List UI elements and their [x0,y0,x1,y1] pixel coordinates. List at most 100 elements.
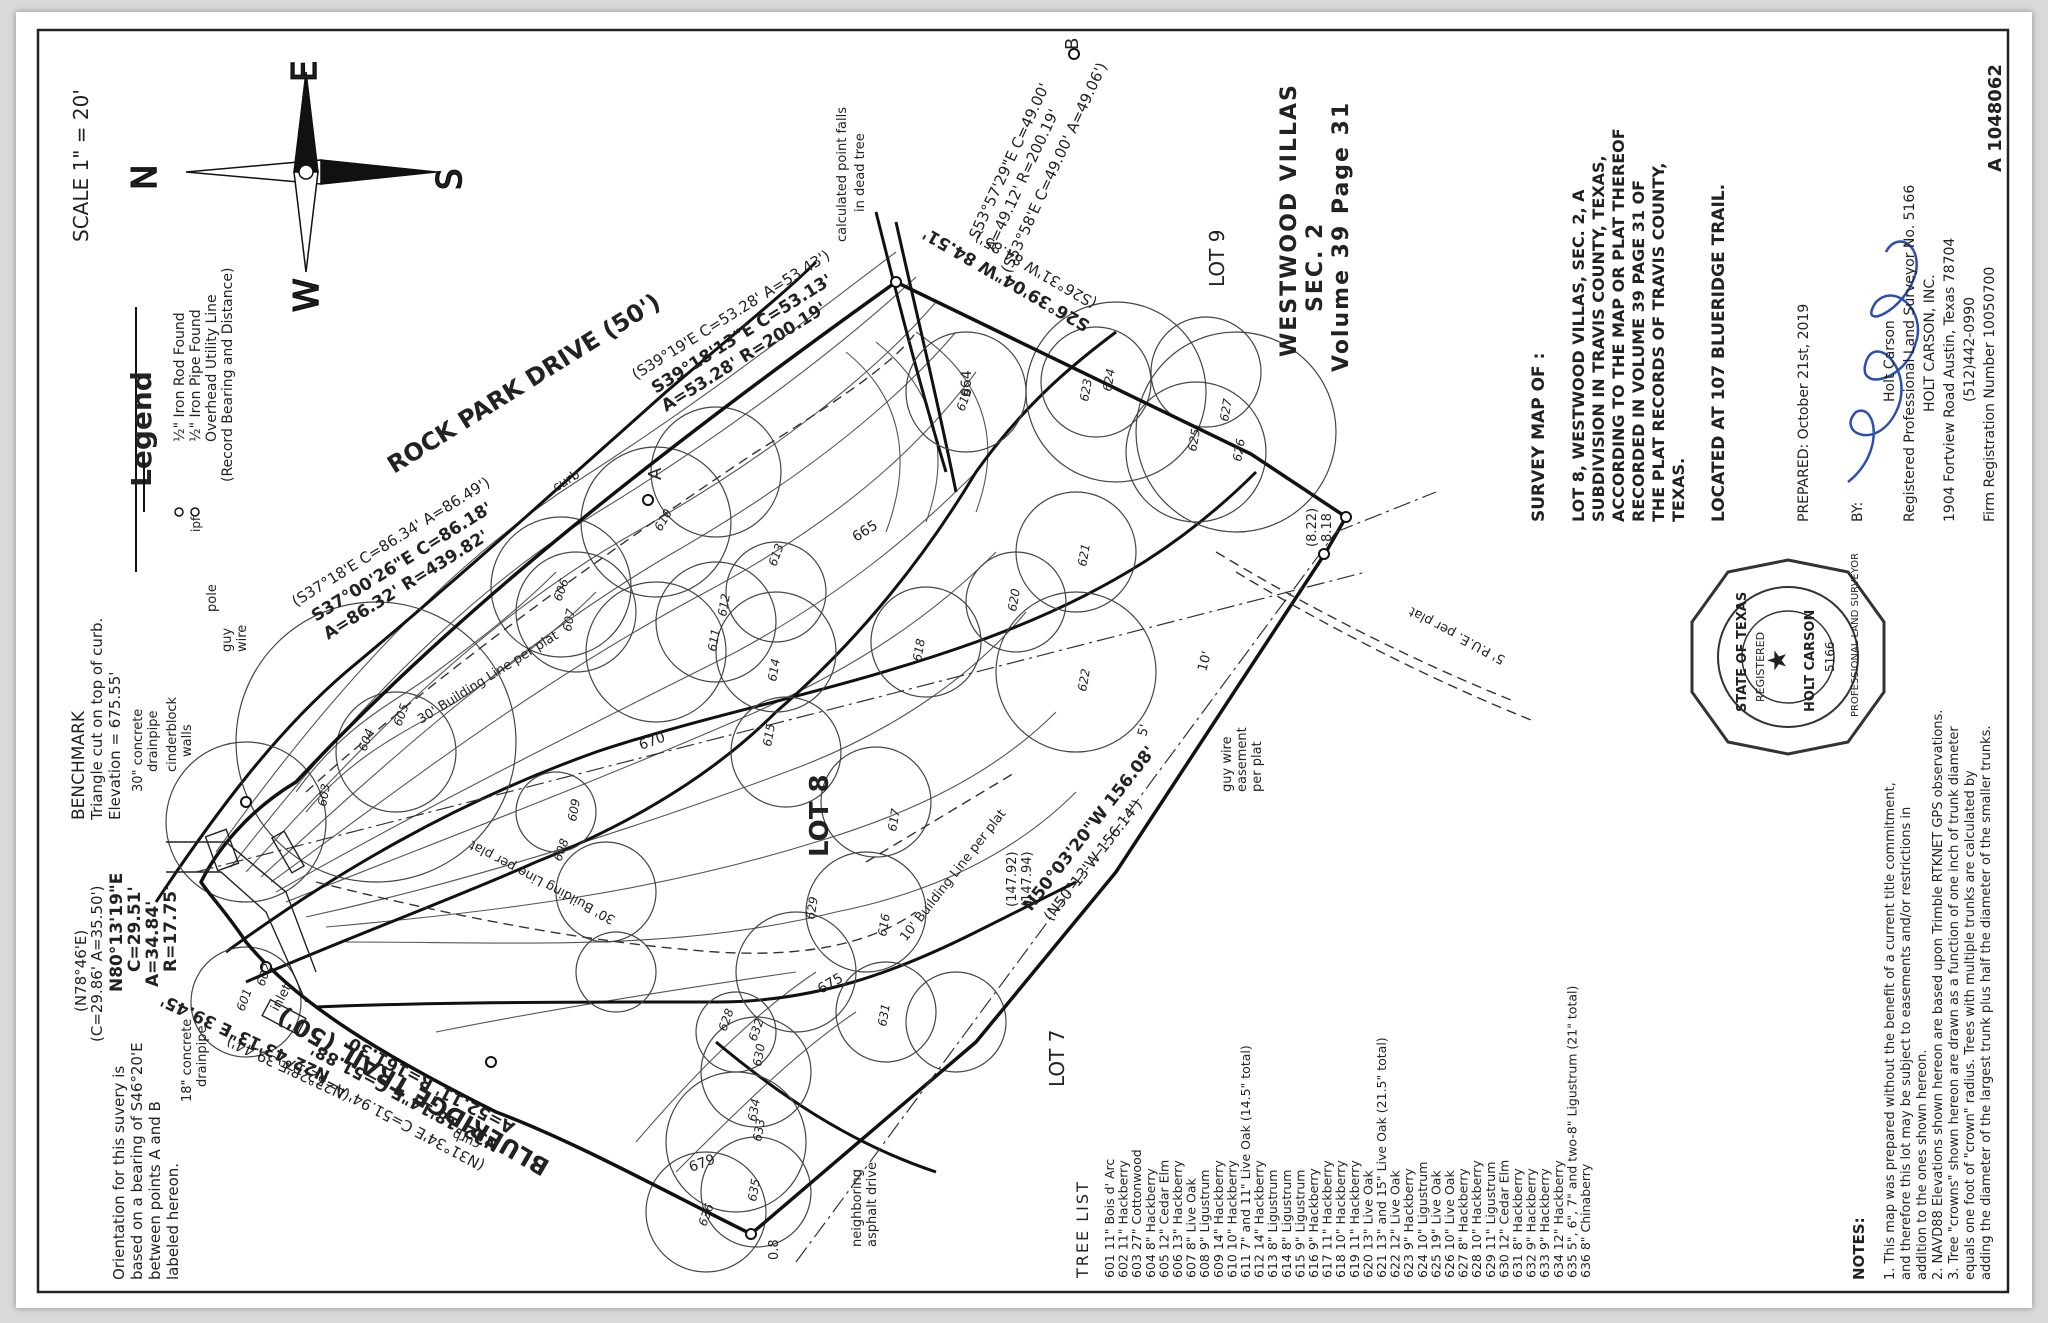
building-lines [305,331,1537,954]
subdivision-section: SEC. 2 [1303,222,1328,312]
tree-list-row: 630 12" Cedar Elm [1496,1160,1511,1278]
survey-line-4: RECORDED IN VOLUME 39 PAGE 31 OF [1629,180,1648,522]
tree-number-label: 606 [551,576,572,603]
legend-item-iron-pipe: ½" Iron Pipe Found [188,309,204,442]
prepared-block: PREPARED: October 21st, 2019 BY: Holt Ca… [1796,185,1998,522]
tree-number-label: 624 [1100,368,1118,393]
course-w-2: C=29.51' [125,886,145,972]
contour-664: 664 [959,370,975,397]
legend-ipf-symbol: ipf [189,516,203,532]
tree-list-row: 602 11" Hackberry [1116,1160,1131,1278]
note-line-2: and therefore this lot may be subject to… [1899,807,1914,1280]
tree-number-label: 603 [315,783,333,808]
surveyor-phone: (512)442-0990 [1962,297,1978,402]
orientation-block: Orientation for this suvery is based on … [110,1042,182,1280]
pue-label: 5' P.U.E. per plat [1407,603,1508,666]
seal-name: HOLT CARSON [1803,610,1818,712]
lot-7-label: LOT 7 [1045,1030,1069,1087]
asphalt-line1: neighboring [850,1169,865,1247]
course-w-3: A=34.84' [143,901,163,987]
benchmark-block: BENCHMARK Triangle cut on top of curb. E… [69,618,124,821]
note-line-7: adding the diameter of the largest trunk… [1979,725,1994,1280]
tree-number-label: 607 [560,607,578,632]
tree-list-row: 631 8" Hackberry [1510,1168,1525,1278]
benchmark-line-1: Triangle cut on top of curb. [88,618,106,821]
contour-670: 670 [637,730,668,754]
guy-wire-line2: wire [235,625,250,652]
guy-easement-line2: easement [1235,727,1250,792]
contour-lines [215,251,1077,1173]
tree-number-label: 632 [746,1017,767,1043]
guy-easement-line1: guy wire [1220,736,1235,792]
tree-number-label: 611 [705,628,723,653]
tree-list-row: 606 13" Hackberry [1170,1160,1185,1278]
tree-number-label: 631 [875,1003,893,1028]
tree-number-label: 616 [875,912,893,937]
map-border [36,28,2010,1294]
tree-list-row: 636 8" Chinaberry [1578,1163,1593,1278]
tree-list-row: 625 19" Live Oak [1428,1170,1443,1278]
course-rock-park-1: S37°00'26"E C=86.18' [308,499,496,627]
tree-list-row: 610 10" Hackberry [1224,1160,1239,1278]
dim-8: (8.22) [1305,508,1320,547]
surveyor-address: 1904 Fortview Road Austin, Texas 78704 [1942,238,1958,522]
tree-list-row: 627 8" Hackberry [1456,1168,1471,1278]
orientation-line-3: between points A and B [146,1101,164,1280]
five-foot-label: 5' [1135,723,1153,738]
survey-line-5: THE PLAT RECORDS OF TRAVIS COUNTY, [1649,163,1668,522]
concrete-30-line1: 30" concrete [131,709,146,792]
survey-sheet: N E S W SCALE 1" = 20' Legend ½" Iron Ro… [16,12,2032,1308]
tree-number-label: 620 [1005,587,1023,612]
overhead-utility-line [195,491,1437,1263]
compass-e: E [285,61,325,82]
contour-679: 679 [687,1152,718,1176]
legend: Legend ½" Iron Rod Found ½" Iron Pipe Fo… [125,268,236,572]
compass-s: S [430,168,470,190]
prepared-date: PREPARED: October 21st, 2019 [1796,304,1812,522]
tree-list-row: 601 11" Bois d' Arc [1102,1159,1117,1278]
ten-foot-label: 10' [1195,650,1215,673]
note-line-6: equals one foot of "crown" radius. Trees… [1963,770,1978,1280]
drainpipes [166,828,317,1036]
calc-point-line1: calculated point falls [835,107,850,242]
course-w-record: (N78°46'E) [72,930,90,1012]
tree-list-row: 608 9" Ligustrum [1197,1170,1212,1278]
calc-point-line2: in dead tree [853,133,868,212]
tree-number-label: 617 [885,807,903,832]
tree-list-heading: TREE LIST [1073,1180,1092,1279]
concrete-30-line2: drainpipe [146,710,161,772]
survey-heading: SURVEY MAP OF : [1529,353,1549,522]
pole-label: pole [205,584,220,612]
street-rock-park: ROCK PARK DRIVE (50') [382,288,665,479]
document-number: A 1048062 [1985,64,2006,172]
tree-number-label: 601 [234,987,255,1013]
surveyor-seal: ★ STATE OF TEXAS REGISTERED HOLT CARSON … [1690,553,1886,756]
guy-wire-line1: guy [220,628,235,652]
iron-pipe-icon [190,507,200,517]
tree-list-row: 620 13" Live Oak [1360,1170,1375,1278]
tree-number-label: 619 [954,387,975,413]
point-b-label: B [1062,38,1083,50]
benchmark-line-2: Elevation = 675.55' [106,672,124,820]
tree-number-label: 626 [1230,437,1248,462]
tree-list-row: 604 8" Hackberry [1143,1168,1158,1278]
cinderblock-line2: walls [180,724,195,757]
by-label: BY: [1850,502,1866,522]
legend-title: Legend [125,371,158,487]
asphalt-line2: asphalt drive [865,1162,880,1247]
survey-map: N E S W SCALE 1" = 20' Legend ½" Iron Ro… [36,28,2010,1294]
seal-bottom: PROFESSIONAL LAND SURVEYOR [1850,553,1861,717]
course-w-4: R=17.75' [161,886,181,972]
note-line-1: 1. This map was prepared without the ben… [1883,782,1898,1280]
tree-number-label: 618 [910,637,928,662]
tree-list-row: 615 9" Ligustrum [1292,1170,1307,1278]
tree-list-row: 634 12" Hackberry [1551,1160,1566,1278]
tree-number-label: 615 [760,723,778,748]
tree-list-row: 617 11" Hackberry [1320,1160,1335,1278]
surveyor-firm: Firm Registration Number 10050700 [1982,267,1998,522]
lot-8-label: LOT 8 [805,774,835,857]
dim-147b: (147.94) [1020,851,1035,907]
concrete-18-line2: drainpipe [195,1025,210,1087]
seal-top: STATE OF TEXAS [1735,592,1750,712]
surveyor-license: Registered Professional Land Surveyor No… [1902,185,1918,522]
